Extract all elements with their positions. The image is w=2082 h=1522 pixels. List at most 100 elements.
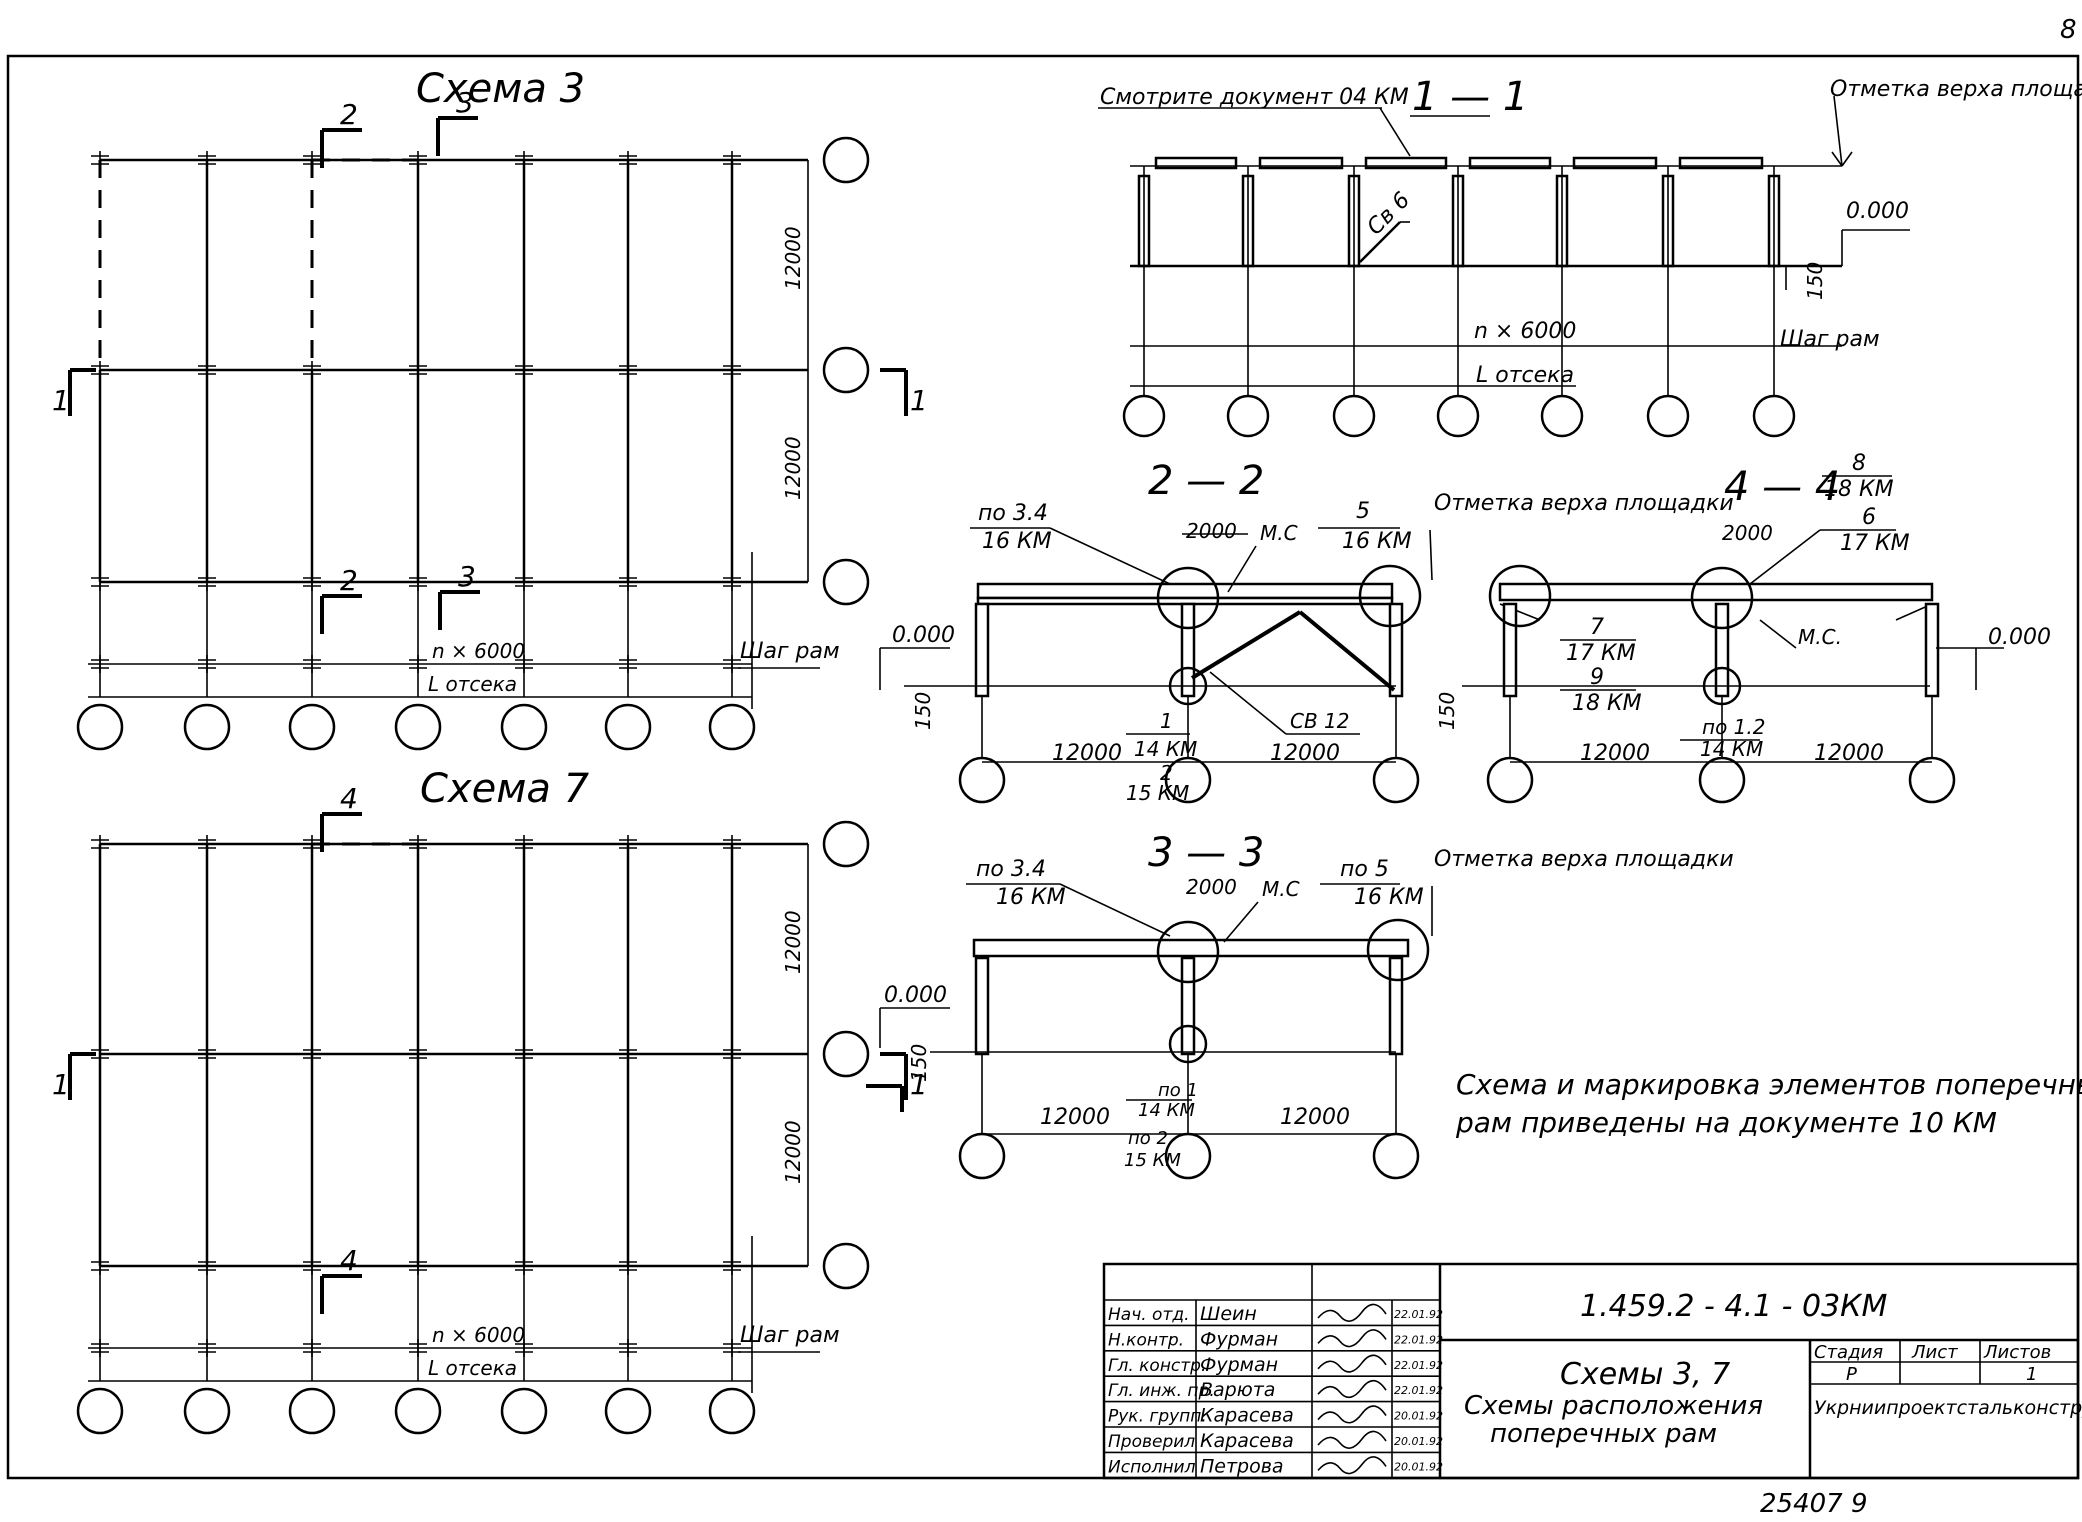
signature — [1317, 1405, 1387, 1424]
section-1-1-title: 1 — 1 — [1412, 74, 1528, 120]
dimension-2000: 2000 — [1722, 521, 1773, 545]
leader-line — [1227, 545, 1257, 593]
zero-mark: 0.000 — [884, 983, 947, 1008]
note-line-2: рам приведены на документе 10 КМ — [1455, 1106, 1997, 1139]
axis-circle — [394, 1387, 442, 1435]
dimension-2000: 2000 — [1186, 875, 1237, 899]
axis-circle — [1752, 394, 1796, 438]
stage-value: Р — [1846, 1364, 1857, 1385]
height-150: 150 — [1803, 262, 1827, 300]
section-cut-label: 3 — [458, 560, 476, 593]
reference-label: 18 КМ — [1824, 477, 1894, 502]
axis-circle — [1646, 394, 1690, 438]
title-block-role: Гл. констр. — [1108, 1356, 1206, 1376]
section-cut-label: 4 — [340, 1244, 358, 1277]
sheet-name-3: поперечных рам — [1490, 1419, 1717, 1449]
reference-label: 6 — [1862, 505, 1876, 530]
section-cut-label: 1 — [910, 1068, 928, 1101]
axis-circle — [822, 1030, 870, 1078]
node-ref: по 2 — [1128, 1128, 1168, 1149]
axis-circle — [1908, 756, 1956, 804]
title-block-name: Фурман — [1200, 1328, 1278, 1350]
cross-brace — [1298, 610, 1396, 692]
axis-circle — [500, 703, 548, 751]
title-block-name: Карасева — [1200, 1430, 1294, 1452]
axis-circle — [1164, 756, 1212, 804]
axis-circle — [1698, 756, 1746, 804]
scheme-7-title: Схема 7 — [420, 766, 590, 812]
title-block-date: 22.01.92 — [1394, 1333, 1443, 1346]
node-ref: 1 — [1160, 709, 1173, 733]
signature — [1317, 1303, 1387, 1322]
reference-label: 18 КМ — [1572, 691, 1642, 716]
dimension-2000: 2000 — [1186, 519, 1237, 543]
zero-mark: 0.000 — [1988, 625, 2051, 650]
stage-header: Стадия — [1814, 1342, 1883, 1363]
axis-circle — [183, 703, 231, 751]
axis-circle — [1436, 394, 1480, 438]
node-ref: по 1 — [1158, 1080, 1198, 1101]
title-block-name: Петрова — [1200, 1455, 1284, 1477]
dimension-12000: 12000 — [1814, 741, 1884, 766]
section-cut-label: 4 — [340, 782, 358, 815]
section-4-4-title: 4 — 4 — [1724, 464, 1840, 510]
node-circle — [1366, 918, 1430, 982]
axis-circle — [822, 1242, 870, 1290]
brace-leader — [1359, 221, 1401, 263]
deck-slab — [1154, 156, 1238, 170]
column — [1714, 602, 1730, 698]
title-block: 1.459.2 - 4.1 - 03КМ Схемы 3, 7 Схемы ра… — [1102, 1262, 2082, 1480]
node-circle — [1358, 564, 1422, 628]
node-ref: 14 КМ — [1138, 1100, 1195, 1121]
beam — [972, 938, 1410, 958]
section-cut-label: 1 — [52, 384, 70, 417]
mc-label: М.С — [1262, 877, 1300, 901]
title-block-name: Фурман — [1200, 1354, 1278, 1376]
node-circle — [1488, 564, 1552, 628]
title-block-date: 20.01.92 — [1394, 1435, 1443, 1448]
axis-circle — [288, 1387, 336, 1435]
mc-label: М.С — [1260, 521, 1298, 545]
deck-slab — [1678, 156, 1764, 170]
axis-circle — [958, 756, 1006, 804]
column — [1180, 956, 1196, 1056]
frame-step-label: Шаг рам — [1780, 327, 1880, 352]
deck-slab — [1572, 156, 1658, 170]
title-block-date: 22.01.92 — [1394, 1359, 1443, 1372]
zero-mark: 0.000 — [892, 623, 955, 648]
axis-circle — [1226, 394, 1270, 438]
node-ref: по 1.2 — [1702, 715, 1765, 739]
title-block-date: 22.01.92 — [1394, 1384, 1443, 1397]
height-150: 150 — [1435, 692, 1459, 730]
section-3-3-title: 3 — 3 — [1148, 830, 1264, 876]
dimension-12000: 12000 — [781, 226, 805, 290]
sheets-header: Листов — [1983, 1342, 2051, 1363]
section-2-2-title: 2 — 2 — [1148, 458, 1264, 504]
top-mark-label: Отметка верха площадки — [1434, 847, 1734, 872]
node-ref: 14 КМ — [1134, 737, 1197, 761]
see-document-note: Смотрите документ 04 КМ — [1100, 85, 1409, 110]
column — [974, 956, 990, 1056]
reference-label: 16 КМ — [1342, 529, 1412, 554]
column — [974, 602, 990, 698]
dimension-12000: 12000 — [781, 1120, 805, 1184]
axis-circle — [76, 1387, 124, 1435]
leader-line — [1759, 619, 1797, 649]
axis-circle — [822, 136, 870, 184]
reference-label: 9 — [1590, 665, 1604, 690]
cross-brace — [1190, 610, 1302, 680]
organization-name-1: Укрниипроектстальконструкция — [1814, 1397, 2082, 1419]
title-block-role: Н.контр. — [1108, 1330, 1184, 1350]
axis-circle — [500, 1387, 548, 1435]
deck-slab — [1258, 156, 1344, 170]
title-block-name: Шеин — [1200, 1303, 1257, 1325]
title-block-role: Рук. групп. — [1108, 1407, 1207, 1427]
node-circle — [1690, 566, 1754, 630]
sheet-name-2: Схемы расположения — [1464, 1391, 1763, 1421]
reference-label: 7 — [1590, 615, 1604, 640]
axis-circle — [604, 1387, 652, 1435]
reference-label: 17 КМ — [1566, 641, 1636, 666]
